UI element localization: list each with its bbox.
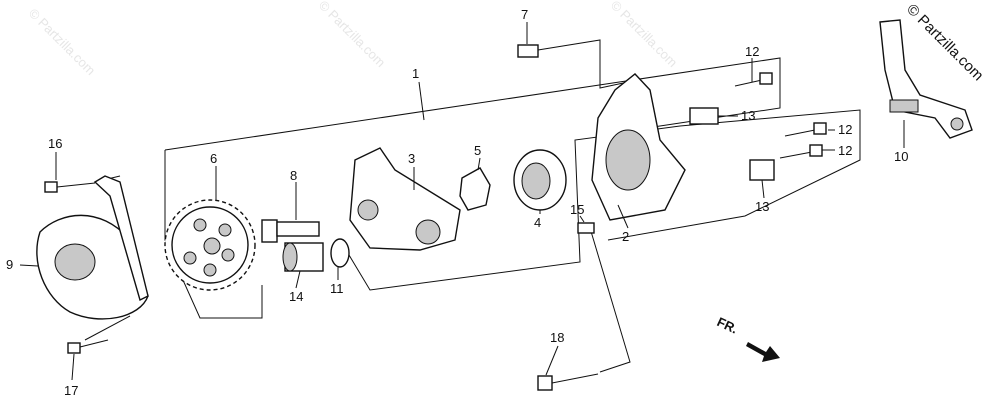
fr-label: FR. bbox=[715, 314, 740, 336]
pump-body-outline bbox=[339, 109, 861, 291]
bolt-18-leader bbox=[589, 227, 631, 373]
bolt-12-lower bbox=[779, 144, 823, 159]
leader-15 bbox=[579, 215, 585, 223]
leader-17 bbox=[71, 353, 75, 381]
callout-5: 5 bbox=[474, 143, 481, 158]
dowel-pin-15 bbox=[577, 222, 595, 234]
assembly-1-outline bbox=[164, 57, 781, 151]
leader-14 bbox=[295, 270, 301, 289]
collar-13-upper bbox=[689, 107, 719, 125]
callout-1: 1 bbox=[412, 66, 419, 81]
collar bbox=[282, 242, 324, 272]
callout-15: 15 bbox=[570, 202, 584, 217]
callout-9: 9 bbox=[6, 257, 13, 272]
callout-7: 7 bbox=[521, 7, 528, 22]
collar-13-lower bbox=[749, 159, 775, 181]
shaft bbox=[261, 219, 320, 243]
callout-6: 6 bbox=[210, 151, 217, 166]
callout-13-lower: 13 bbox=[755, 199, 769, 214]
bolt-12-middle bbox=[784, 122, 827, 137]
callout-12-middle: 12 bbox=[838, 122, 852, 137]
callout-17: 17 bbox=[64, 383, 78, 398]
cover-bottom-leader bbox=[84, 315, 131, 341]
bracket bbox=[879, 19, 973, 139]
leader-5 bbox=[477, 157, 481, 171]
leader-2 bbox=[617, 204, 629, 229]
callout-14: 14 bbox=[289, 289, 303, 304]
callout-3: 3 bbox=[408, 151, 415, 166]
pump-body bbox=[591, 73, 686, 221]
watermark-3: © Partzilla.com bbox=[608, 0, 681, 70]
leader-9 bbox=[19, 264, 39, 267]
leader-18 bbox=[545, 345, 559, 376]
callout-12-upper: 12 bbox=[745, 44, 759, 59]
leader-13b bbox=[761, 179, 765, 199]
outer-rotor bbox=[513, 149, 567, 211]
cover-plate bbox=[36, 175, 149, 320]
callout-10: 10 bbox=[894, 149, 908, 164]
callout-13-upper: 13 bbox=[741, 108, 755, 123]
dowel-pin-7 bbox=[517, 44, 539, 58]
callout-18: 18 bbox=[550, 330, 564, 345]
bolt-18 bbox=[537, 373, 599, 391]
watermark-2: © Partzilla.com bbox=[316, 0, 389, 70]
callout-4: 4 bbox=[534, 215, 541, 230]
watermark-corner: © Partzilla.com bbox=[903, 1, 986, 84]
bolt-16 bbox=[44, 181, 96, 193]
inner-rotor bbox=[459, 167, 491, 211]
dowel-leader bbox=[537, 39, 629, 89]
watermark-1: © Partzilla.com bbox=[26, 6, 99, 79]
callout-2: 2 bbox=[622, 229, 629, 244]
callout-8: 8 bbox=[290, 168, 297, 183]
front-direction-marker: FR. bbox=[715, 314, 780, 362]
bolt-17 bbox=[67, 339, 109, 354]
bolt-12-upper bbox=[734, 72, 773, 87]
oring bbox=[330, 238, 350, 268]
leader-1 bbox=[418, 81, 425, 121]
callout-11: 11 bbox=[330, 281, 344, 296]
gear bbox=[164, 199, 256, 291]
callout-16: 16 bbox=[48, 136, 62, 151]
callout-12-lower: 12 bbox=[838, 143, 852, 158]
assembly-1-outline-left bbox=[164, 150, 263, 319]
pump-cover bbox=[349, 147, 461, 251]
